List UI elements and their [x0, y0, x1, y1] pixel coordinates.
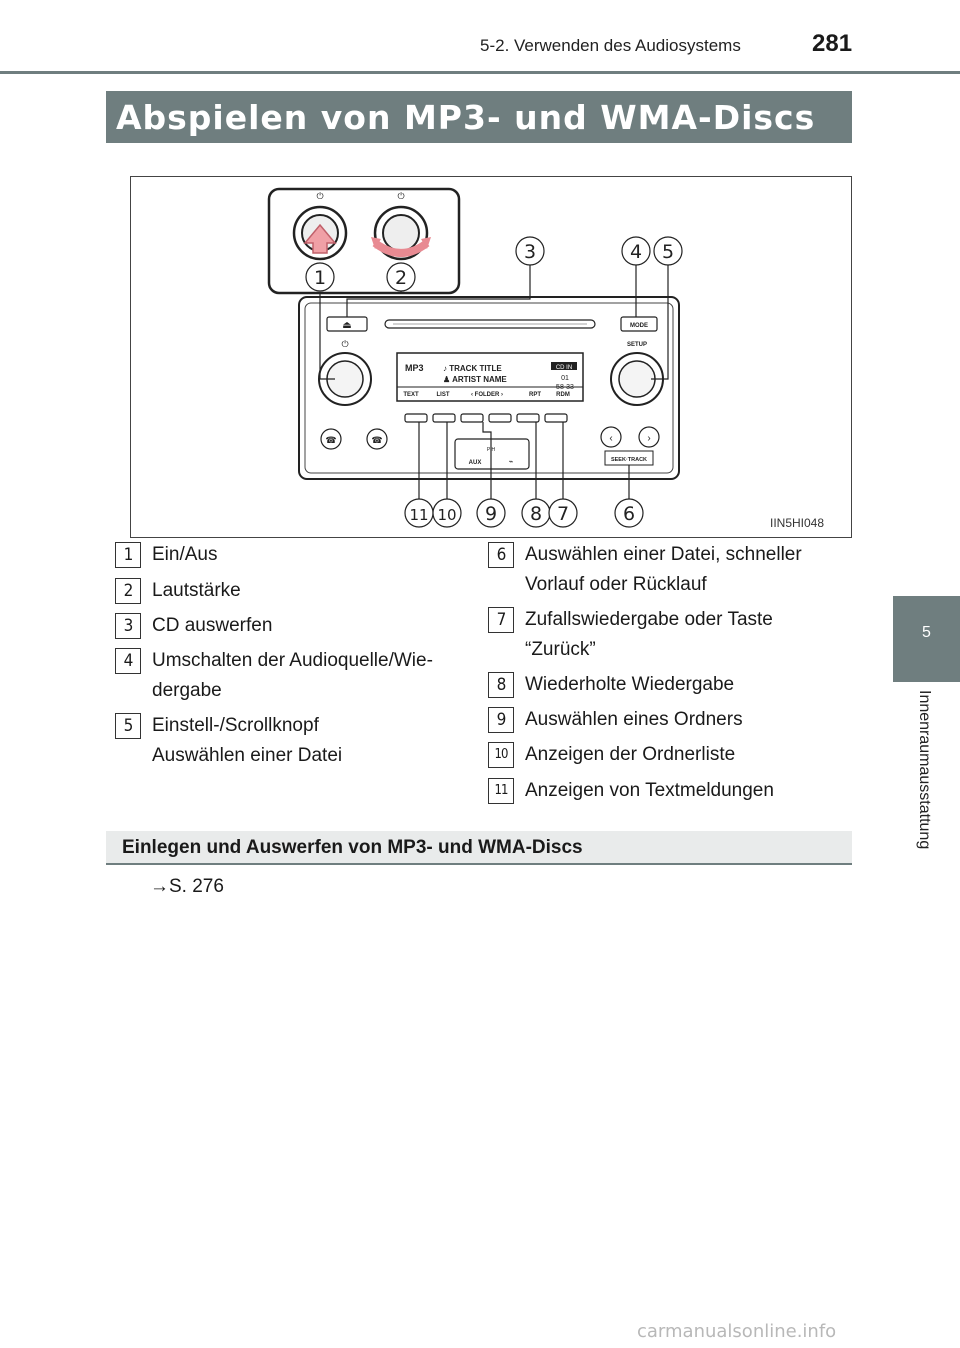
legend-number: 7 — [488, 607, 514, 633]
svg-text:LIST: LIST — [437, 392, 450, 398]
legend-number: 4 — [115, 648, 141, 674]
svg-text:01: 01 — [561, 375, 569, 382]
legend-item-4: 4 Umschalten der Audioquelle/Wie- dergab… — [115, 646, 433, 706]
chapter-number: 5 — [922, 624, 931, 641]
legend-number: 11 — [488, 778, 514, 804]
callout-10: 10 — [437, 506, 456, 524]
legend-text: Auswählen eines Ordners — [525, 709, 743, 730]
legend-text: Zufallswiedergabe oder Taste “Zurück” — [525, 609, 773, 660]
legend-item-9: 9 Auswählen eines Ordners — [488, 705, 743, 735]
page-title: Abspielen von MP3- und WMA-Discs — [116, 98, 816, 137]
legend-number: 3 — [115, 613, 141, 639]
legend-text: Anzeigen der Ordnerliste — [525, 744, 736, 765]
legend-item-5: 5 Einstell-/Scrollknopf Auswählen einer … — [115, 711, 342, 771]
eject-icon: ⏏ — [342, 320, 351, 331]
push-arrow-icon — [303, 223, 337, 254]
legend-item-2: 2 Lautstärke — [115, 576, 241, 606]
rotate-arrow-icon — [372, 239, 430, 257]
callout-6: 6 — [623, 503, 635, 525]
callout-4: 4 — [630, 241, 642, 263]
legend-number: 9 — [488, 707, 514, 733]
svg-text:RPT: RPT — [529, 392, 541, 398]
chapter-label: Innenraumausstattung — [916, 690, 933, 850]
legend-item-1: 1 Ein/Aus — [115, 540, 217, 570]
legend-item-10: 10 Anzeigen der Ordnerliste — [488, 740, 735, 770]
subsection-bar — [106, 831, 852, 865]
power-knob-inset: ⏻ — [292, 191, 348, 261]
svg-text:SETUP: SETUP — [627, 342, 647, 348]
legend-text: Auswählen einer Datei, schneller Vorlauf… — [525, 544, 802, 595]
svg-text:☎: ☎ — [325, 435, 336, 445]
subsection-title: Einlegen und Auswerfen von MP3- und WMA-… — [122, 837, 583, 858]
svg-text:RDM: RDM — [556, 392, 570, 398]
legend-number: 8 — [488, 672, 514, 698]
svg-text:SEEK·TRACK: SEEK·TRACK — [611, 457, 647, 463]
svg-text:⏻: ⏻ — [341, 339, 348, 349]
legend-item-3: 3 CD auswerfen — [115, 611, 272, 641]
svg-text:⏻: ⏻ — [397, 191, 404, 201]
svg-text:☎: ☎ — [371, 435, 382, 445]
legend-number: 6 — [488, 542, 514, 568]
svg-text:AUX: AUX — [469, 460, 482, 466]
callout-11: 11 — [409, 506, 428, 524]
legend-item-7: 7 Zufallswiedergabe oder Taste “Zurück” — [488, 605, 845, 665]
svg-text:‹: ‹ — [609, 433, 612, 444]
callout-9: 9 — [485, 503, 497, 525]
callout-3: 3 — [524, 241, 536, 263]
callout-2: 2 — [395, 267, 407, 289]
legend-text: Ein/Aus — [152, 544, 218, 565]
callout-1: 1 — [314, 267, 326, 289]
figure-id: IIN5HI048 — [770, 516, 825, 530]
legend-text: Wiederholte Wiedergabe — [525, 674, 735, 695]
legend-number: 10 — [488, 742, 514, 768]
callout-8: 8 — [530, 503, 542, 525]
section-header: 5-2. Verwenden des Audiosystems — [480, 36, 741, 55]
callout-5: 5 — [662, 241, 674, 263]
legend-number: 5 — [115, 713, 141, 739]
svg-text:⌁: ⌁ — [509, 457, 514, 466]
title-bar — [106, 91, 852, 143]
legend-item-6: 6 Auswählen einer Datei, schneller Vorla… — [488, 540, 845, 600]
footer-watermark: carmanualsonline.info — [637, 1321, 837, 1342]
svg-text:CD IN: CD IN — [556, 365, 572, 371]
svg-text:›: › — [647, 433, 650, 444]
legend-number: 1 — [115, 542, 141, 568]
svg-text:TEXT: TEXT — [403, 392, 419, 398]
svg-text:MODE: MODE — [630, 323, 648, 329]
legend-text: Umschalten der Audioquelle/Wie- dergabe — [152, 650, 433, 701]
svg-text:♪ TRACK TITLE: ♪ TRACK TITLE — [443, 364, 502, 373]
display-screen — [396, 352, 584, 402]
svg-text:‹ FOLDER ›: ‹ FOLDER › — [471, 392, 503, 398]
legend-text: Einstell-/Scrollknopf Auswählen einer Da… — [152, 715, 343, 766]
legend-text: Anzeigen von Textmeldungen — [525, 780, 774, 801]
svg-text:⏻: ⏻ — [316, 191, 323, 201]
legend-text: CD auswerfen — [152, 615, 273, 636]
page-number: 281 — [812, 30, 853, 57]
svg-text:♟ ARTIST NAME: ♟ ARTIST NAME — [443, 375, 507, 384]
chapter-tab — [893, 596, 960, 682]
header-rule — [0, 71, 960, 74]
legend-item-11: 11 Anzeigen von Textmeldungen — [488, 776, 774, 806]
page-reference-link[interactable]: →S. 276 — [150, 876, 224, 897]
callout-7: 7 — [557, 503, 569, 525]
legend-item-8: 8 Wiederholte Wiedergabe — [488, 670, 734, 700]
legend-number: 2 — [115, 578, 141, 604]
volume-knob-inset: ⏻ — [371, 191, 431, 261]
legend-text: Lautstärke — [152, 580, 241, 601]
svg-text:MP3: MP3 — [405, 363, 424, 373]
audio-unit-figure: ⏻ ⏻ ⏏ MODE SETUP ⏻ — [130, 176, 852, 538]
